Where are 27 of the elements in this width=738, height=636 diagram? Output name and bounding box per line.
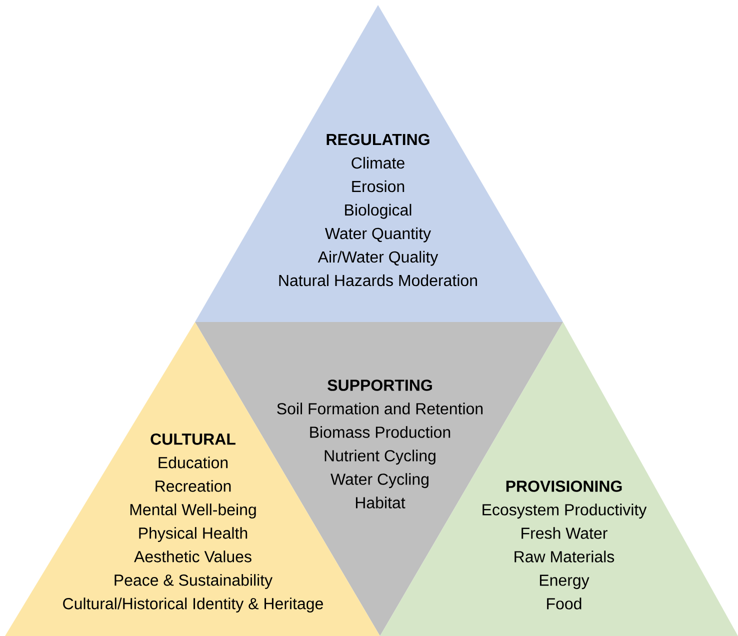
list-item: Erosion [352, 180, 404, 192]
list-item: Aesthetic Values [134, 550, 252, 562]
list-item: Energy [540, 574, 590, 590]
list-item: Education [158, 456, 228, 468]
list-item: Fresh Water [522, 527, 608, 539]
list-item: Biomass Production [310, 426, 450, 438]
heading: CULTURAL [150, 434, 236, 445]
heading: PROVISIONING [506, 480, 622, 492]
list-item: Mental Well-being [130, 504, 256, 518]
list-item: Biological [345, 204, 412, 219]
list-item: Climate [352, 156, 404, 169]
list-item: Habitat [356, 496, 406, 508]
list-item: Peace & Sustainability [114, 574, 273, 589]
list-item: Recreation [156, 480, 231, 492]
list-item: Water Quantity [325, 227, 431, 242]
heading: SUPPORTING [328, 380, 432, 391]
heading: REGULATING [326, 134, 430, 146]
list-item: Raw Materials [514, 550, 614, 562]
list-item: Soil Formation and Retention [277, 402, 483, 414]
list-item: Food [547, 598, 582, 610]
list-item: Ecosystem Productivity [482, 504, 647, 519]
list-item: Cultural/Historical Identity & Heritage [63, 598, 323, 612]
list-item: Air/Water Quality [318, 250, 438, 266]
list-item: Physical Health [139, 527, 248, 542]
list-item: Nutrient Cycling [324, 450, 436, 465]
list-item: Natural Hazards Moderation [279, 274, 477, 286]
list-item: Water Cycling [330, 473, 428, 488]
